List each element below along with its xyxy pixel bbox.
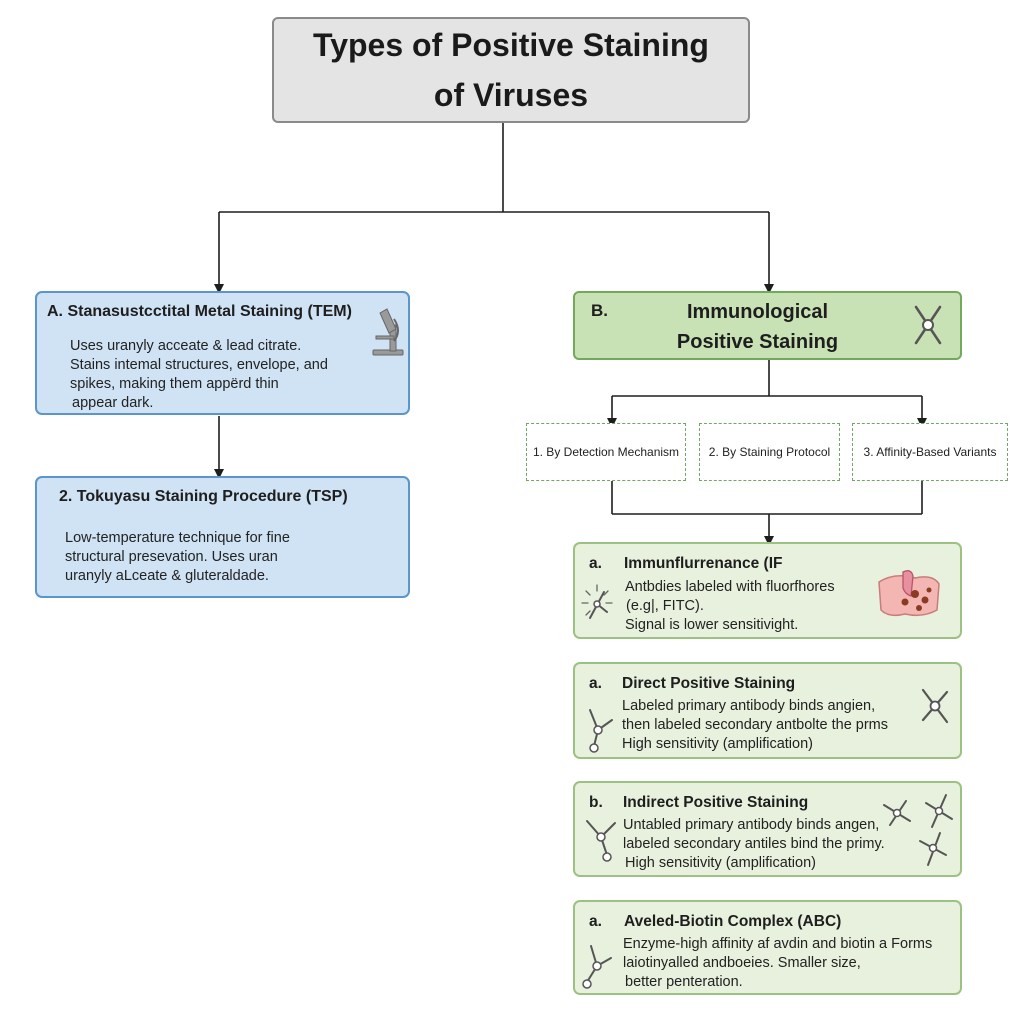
card-letter: b.: [589, 794, 603, 811]
sub-box-staining-protocol: 2. By Staining Protocol: [699, 423, 840, 481]
antibody-icon: [582, 945, 612, 989]
box-2-heading: 2. Tokuyasu Staining Procedure (TSP): [59, 488, 348, 505]
card-indirect-staining: b. Indirect Positive Staining Untabled p…: [573, 781, 962, 877]
card-description: Untabled primary antibody binds angen, l…: [623, 817, 885, 871]
tissue-sample-icon: [878, 570, 940, 617]
diagram-title: Types of Positive Staining of Viruses: [313, 27, 709, 113]
card-immunofluorescence: a. Immunflurrenance (IF Antbdies labeled…: [573, 542, 962, 639]
card-heading: Indirect Positive Staining: [623, 794, 809, 811]
antibody-icon: [586, 820, 616, 862]
box-a-heading: A. Stanasustcctital Metal Staining (TEM): [47, 303, 352, 320]
card-description: Enzyme-high affinity af avdin and biotin…: [623, 936, 933, 990]
sub-box-affinity-variants: 3. Affinity-Based Variants: [852, 423, 1008, 481]
microscope-icon: [372, 308, 404, 356]
box-2-tsp: 2. Tokuyasu Staining Procedure (TSP) Low…: [35, 476, 410, 598]
glowing-antibody-icon: [581, 584, 613, 619]
box-2-description: Low-temperature technique for fine struc…: [65, 530, 290, 584]
card-avidin-biotin-complex: a. Aveled-Biotin Complex (ABC) Enzyme-hi…: [573, 900, 962, 995]
box-b-heading: Immunological Positive Staining: [676, 301, 839, 353]
antibody-icon: [589, 709, 613, 753]
card-letter: a.: [589, 675, 602, 692]
antibody-cluster-icon: [883, 794, 953, 866]
box-b-immunological: B. Immunological Positive Staining: [573, 291, 962, 360]
antibody-icon: [914, 305, 942, 345]
card-direct-staining: a. Direct Positive Staining Labeled prim…: [573, 662, 962, 759]
card-description: Labeled primary antibody binds angien, t…: [622, 698, 889, 752]
box-a-description: Uses uranyly acceate & lead citrate. Sta…: [70, 338, 328, 411]
box-a-tem: A. Stanasustcctital Metal Staining (TEM)…: [35, 291, 410, 415]
card-letter: a.: [589, 913, 602, 930]
card-heading: Aveled-Biotin Complex (ABC): [624, 913, 842, 930]
box-b-letter: B.: [591, 301, 608, 320]
card-letter: a.: [589, 555, 602, 572]
title-box: Types of Positive Staining of Viruses: [272, 17, 750, 123]
card-heading: Direct Positive Staining: [622, 675, 796, 692]
sub-box-detection-mechanism: 1. By Detection Mechanism: [526, 423, 686, 481]
card-description: Antbdies labeled with fluorfhores (e.g|,…: [625, 579, 835, 633]
antibody-icon: [921, 688, 949, 724]
card-heading: Immunflurrenance (IF: [624, 555, 783, 572]
